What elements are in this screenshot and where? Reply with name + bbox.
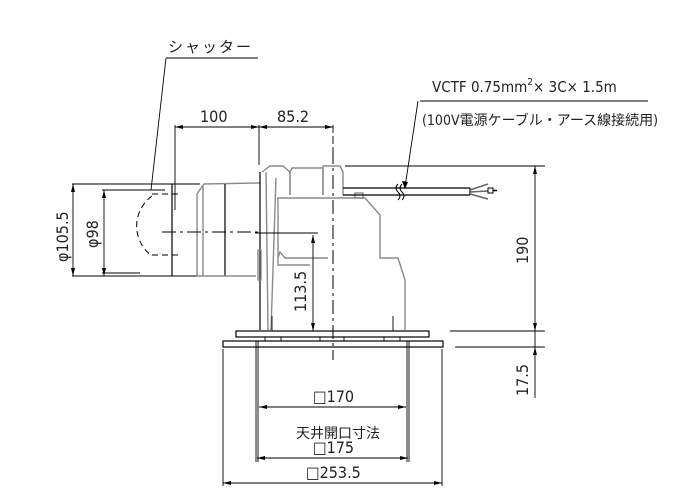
dim-190: 190 <box>513 237 532 264</box>
dim-sq-253-5: □253.5 <box>306 463 361 482</box>
cable-spec-sup: 2 <box>527 77 533 88</box>
dim-phi-105-5: φ105.5 <box>53 211 72 262</box>
diameter-dimensions: φ105.5 φ98 <box>53 183 200 277</box>
power-cable <box>343 183 497 201</box>
svg-text:VCTF 0.75mm2× 3C× 1.5m: VCTF 0.75mm2× 3C× 1.5m <box>432 77 617 96</box>
dim-113-5-group: 113.5 <box>255 232 318 331</box>
shutter-callout: シャッター <box>150 38 258 191</box>
fan-housing <box>257 165 406 331</box>
dim-phi-98: φ98 <box>83 220 102 248</box>
bottom-dimensions: □170 天井開口寸法 □175 □253.5 <box>222 341 443 486</box>
cable-spec-prefix: VCTF 0.75mm <box>432 78 527 96</box>
right-dimensions: 190 17.5 <box>345 165 545 398</box>
duct-adapter <box>162 182 261 277</box>
cable-spec-suffix: × 3C× 1.5m <box>533 78 617 96</box>
top-dimensions: 100 85.2 <box>174 107 334 210</box>
ceiling-flange <box>222 316 444 348</box>
dim-sq-170: □170 <box>313 387 354 406</box>
dim-113-5: 113.5 <box>291 271 310 312</box>
shutter-outline <box>136 184 182 276</box>
dim-85-2: 85.2 <box>277 107 309 126</box>
cable-spec-callout: VCTF 0.75mm2× 3C× 1.5m (100V電源ケーブル・アース線接… <box>402 77 658 189</box>
dim-100: 100 <box>200 107 227 126</box>
ceiling-opening-label: 天井開口寸法 <box>296 426 380 442</box>
shutter-label: シャッター <box>168 38 253 56</box>
cable-note: (100V電源ケーブル・アース線接続用) <box>422 112 658 129</box>
dim-sq-175: □175 <box>313 438 354 457</box>
dim-17-5: 17.5 <box>513 364 532 396</box>
